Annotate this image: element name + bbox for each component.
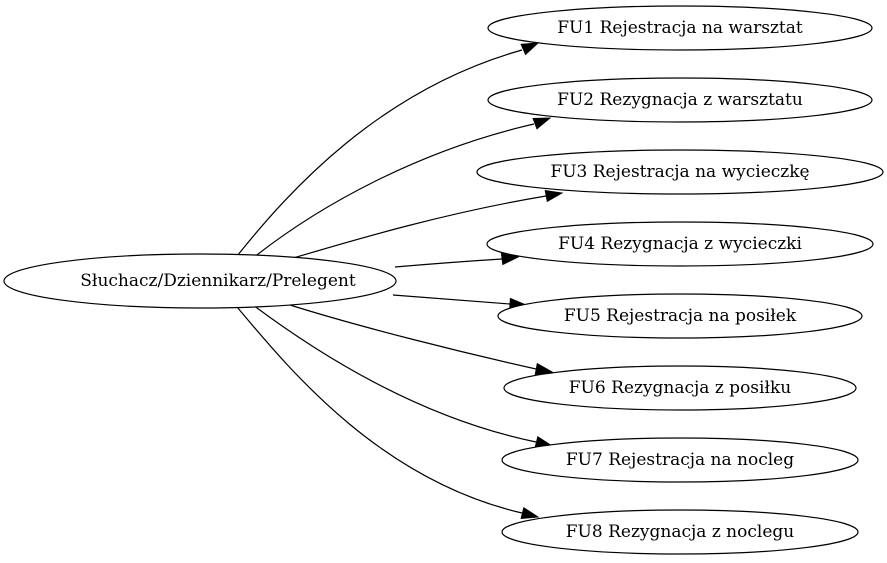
edge-line: [289, 304, 537, 370]
use-case-node-fu3[interactable]: FU3 Rejestracja na wycieczkę: [476, 149, 884, 195]
actor-ellipse: [3, 253, 397, 309]
use-case-node-fu6[interactable]: FU6 Rezygnacja z posiłku: [503, 365, 857, 411]
edges-group: [236, 42, 564, 520]
edge-line: [394, 258, 503, 268]
use-case-label: FU8 Rezygnacja z noclegu: [566, 522, 795, 542]
use-case-node-fu1[interactable]: FU1 Rejestracja na warsztat: [487, 5, 873, 51]
arrowhead: [532, 117, 552, 130]
edge-line: [252, 123, 535, 259]
use-case-node-fu5[interactable]: FU5 Rejestracja na posiłek: [497, 293, 863, 339]
arrowhead: [520, 42, 540, 56]
edge-line: [236, 306, 523, 514]
actor-label: Słuchacz/Dziennikarz/Prelegent: [80, 271, 356, 291]
edge-line: [236, 49, 523, 257]
use-case-label: FU3 Rejestracja na wycieczkę: [550, 162, 809, 182]
arrowhead: [500, 252, 520, 266]
use-case-ellipse: [487, 77, 873, 123]
use-case-ellipse: [501, 509, 859, 555]
use-case-ellipse: [497, 293, 863, 339]
use-case-label: FU2 Rezygnacja z warsztatu: [557, 90, 803, 110]
edge-line: [252, 304, 537, 443]
use-case-label: FU4 Rezygnacja z wycieczki: [558, 234, 802, 254]
use-case-label: FU1 Rejestracja na warsztat: [557, 18, 803, 38]
arrowhead: [544, 189, 564, 203]
use-case-ellipse: [503, 365, 857, 411]
use-case-label: FU5 Rejestracja na posiłek: [564, 306, 797, 326]
use-case-ellipse: [487, 5, 873, 51]
edge-line: [289, 195, 547, 260]
edge-line: [392, 294, 511, 305]
use-case-ellipse: [501, 437, 859, 483]
use-case-label: FU6 Rezygnacja z posiłku: [569, 378, 792, 398]
use-case-node-fu2[interactable]: FU2 Rezygnacja z warsztatu: [487, 77, 873, 123]
use-case-label: FU7 Rejestracja na nocleg: [566, 450, 794, 470]
use-case-node-fu8[interactable]: FU8 Rezygnacja z noclegu: [501, 509, 859, 555]
use-case-node-fu4[interactable]: FU4 Rezygnacja z wycieczki: [486, 221, 874, 267]
use-case-node-fu7[interactable]: FU7 Rejestracja na nocleg: [501, 437, 859, 483]
actor-node[interactable]: Słuchacz/Dziennikarz/Prelegent: [3, 253, 397, 309]
use-case-ellipse: [476, 149, 884, 195]
use-case-ellipse: [486, 221, 874, 267]
arrowhead: [520, 506, 540, 520]
arrowhead: [534, 362, 554, 376]
